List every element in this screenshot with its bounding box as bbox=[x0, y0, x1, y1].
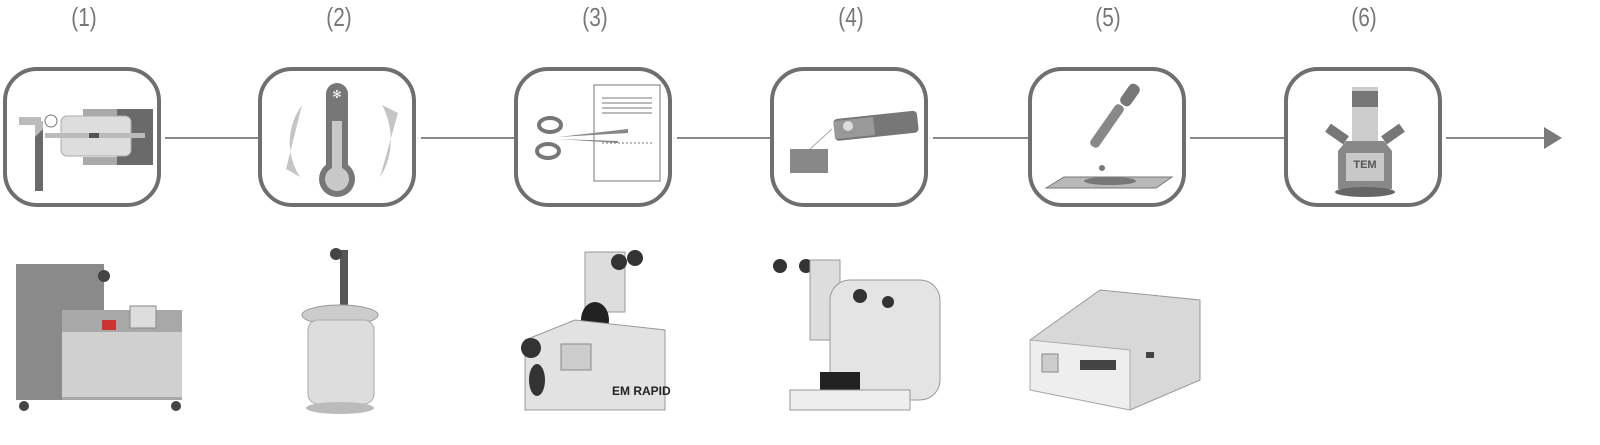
freeze-substitution-machine bbox=[301, 248, 379, 414]
step-number-1: (1) bbox=[71, 2, 97, 32]
high-pressure-freezer-icon bbox=[19, 109, 153, 191]
ultramicrotome-machine bbox=[773, 259, 941, 411]
tem-microscope-icon bbox=[1325, 87, 1405, 197]
step-box-3 bbox=[514, 67, 672, 207]
step-number-4: (4) bbox=[838, 2, 864, 32]
step-box-6: TEM bbox=[1284, 67, 1442, 207]
em-rapid-label: EM RAPID bbox=[612, 384, 671, 398]
connector-line bbox=[677, 137, 772, 139]
svg-text:✻: ✻ bbox=[332, 89, 341, 101]
connector-line bbox=[1446, 137, 1548, 139]
arrow-head-icon bbox=[1544, 127, 1562, 149]
step-box-5 bbox=[1028, 67, 1186, 207]
connector-line bbox=[1190, 137, 1286, 139]
contrasting-stainer-machine bbox=[1029, 289, 1201, 411]
tem-label: TEM bbox=[1353, 159, 1377, 171]
step-box-1 bbox=[3, 67, 161, 207]
high-pressure-freezer-machine bbox=[16, 264, 182, 411]
connector-line bbox=[421, 137, 516, 139]
step-number-6: (6) bbox=[1351, 2, 1377, 32]
step-number-2: (2) bbox=[326, 2, 352, 32]
step-box-2: ✻ bbox=[258, 67, 416, 207]
step-number-5: (5) bbox=[1095, 2, 1121, 32]
thermometer-icon: ✻ bbox=[286, 83, 398, 197]
step-number-3: (3) bbox=[582, 2, 608, 32]
pipette-icon bbox=[1044, 83, 1174, 189]
scissors-icon bbox=[535, 84, 661, 182]
ultramicrotome-knife-icon bbox=[790, 110, 919, 173]
step-box-4 bbox=[770, 67, 928, 207]
trimming-machine-drawing bbox=[521, 250, 666, 411]
connector-line bbox=[933, 137, 1030, 139]
trimming-machine: EM RAPID bbox=[515, 240, 675, 420]
connector-line bbox=[165, 137, 260, 139]
